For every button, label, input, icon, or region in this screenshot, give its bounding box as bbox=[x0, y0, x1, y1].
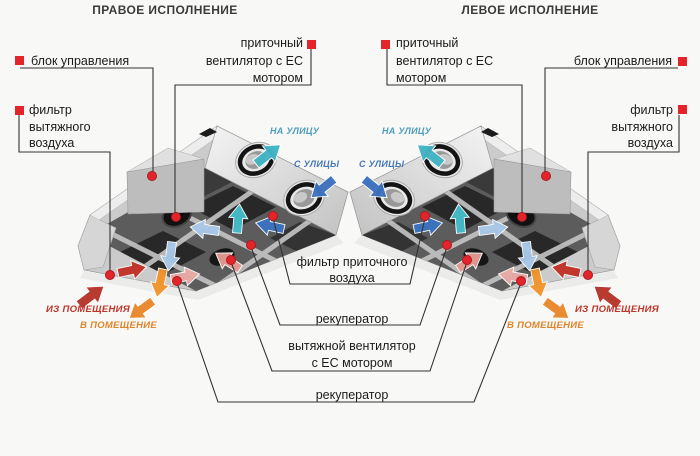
label-to-room-left: В ПОМЕЩЕНИЕ bbox=[80, 320, 158, 331]
line-control-unit-left bbox=[20, 67, 154, 172]
label-supply-fan-right: приточный вентилятор с ЕС мотором bbox=[396, 36, 494, 85]
line-supply-fan-left bbox=[174, 49, 312, 214]
label-control-unit-right: блок управления bbox=[573, 54, 672, 68]
marker-squares bbox=[15, 40, 687, 115]
marker-dots bbox=[105, 171, 593, 286]
title-left-version: ЛЕВОЕ ИСПОЛНЕНИЕ bbox=[461, 3, 599, 17]
line-supply-fan-right bbox=[386, 49, 523, 214]
line-exhaust-filter-right bbox=[587, 115, 680, 271]
line-supply-air-filter bbox=[272, 217, 426, 285]
label-exhaust-fan: вытяжной вентилятор с ЕС мотором bbox=[288, 339, 416, 370]
label-from-street-left: С УЛИЦЫ bbox=[294, 159, 340, 169]
title-right-version: ПРАВОЕ ИСПОЛНЕНИЕ bbox=[92, 3, 238, 17]
label-from-room-left: ИЗ ПОМЕЩЕНИЯ bbox=[46, 304, 130, 315]
line-exhaust-fan bbox=[230, 261, 468, 372]
line-control-unit-right bbox=[544, 67, 678, 172]
label-from-street-right: С УЛИЦЫ bbox=[359, 159, 405, 169]
label-to-street-right: НА УЛИЦУ bbox=[382, 126, 432, 136]
unit-right-version bbox=[73, 126, 348, 326]
line-exhaust-filter-left bbox=[18, 115, 111, 271]
connector-lines bbox=[18, 49, 680, 403]
label-supply-air-filter: фильтр приточного воздуха bbox=[296, 255, 408, 285]
label-exhaust-filter-right: фильтр вытяжного воздуха bbox=[611, 103, 673, 150]
label-supply-fan-left: приточный вентилятор с ЕС мотором bbox=[205, 36, 303, 85]
label-recuperator-bottom: рекуператор bbox=[315, 388, 389, 402]
label-control-unit-left: блок управления bbox=[31, 54, 130, 68]
line-recuperator-bottom bbox=[176, 282, 522, 403]
label-exhaust-filter-left: фильтр вытяжного воздуха bbox=[29, 103, 91, 150]
label-to-room-right: В ПОМЕЩЕНИЕ bbox=[507, 320, 585, 331]
line-recuperator-top bbox=[250, 246, 448, 326]
label-recuperator-top: рекуператор bbox=[315, 312, 389, 326]
label-to-street-left: НА УЛИЦУ bbox=[270, 126, 320, 136]
unit-left-version bbox=[350, 126, 625, 326]
label-from-room-right: ИЗ ПОМЕЩЕНИЯ bbox=[575, 304, 659, 315]
